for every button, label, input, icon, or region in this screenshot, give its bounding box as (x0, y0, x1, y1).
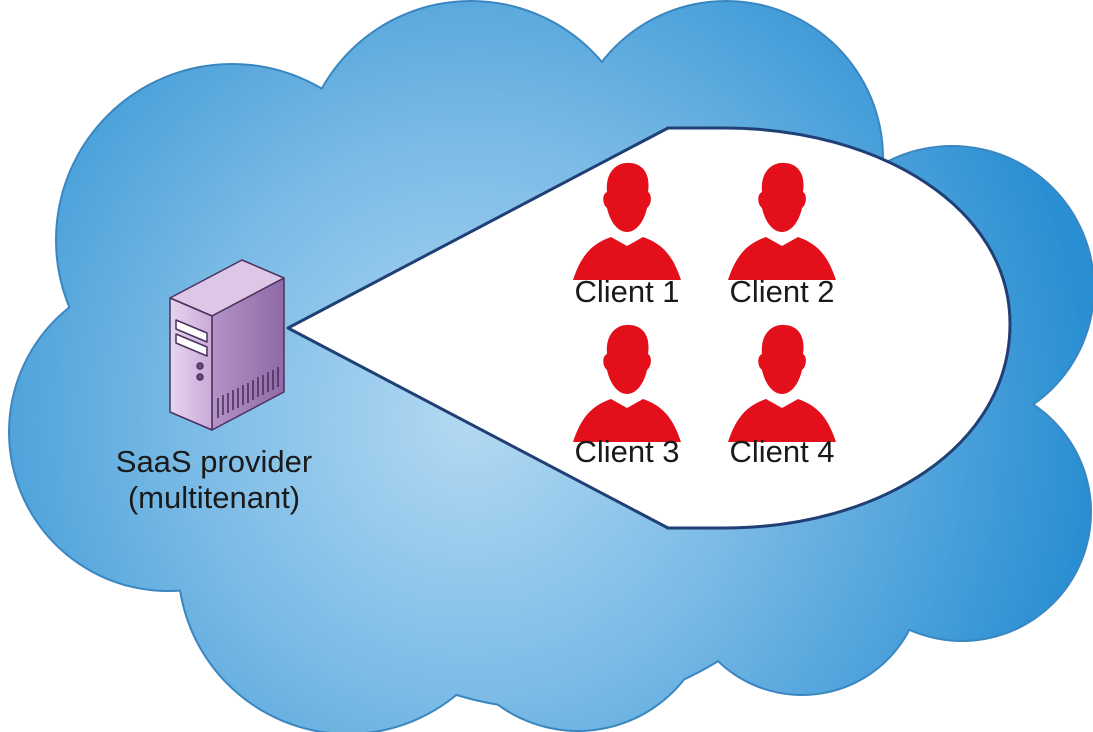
provider-label-line2: (multitenant) (128, 480, 300, 515)
client-label: Client 3 (574, 434, 679, 469)
client-label: Client 4 (729, 434, 834, 469)
client-3: Client 3 (573, 324, 681, 469)
client-label: Client 2 (729, 274, 834, 309)
client-2: Client 2 (728, 162, 836, 309)
client-4: Client 4 (728, 324, 836, 469)
client-1: Client 1 (573, 162, 681, 309)
provider-label-line1: SaaS provider (116, 444, 312, 479)
server-icon (169, 259, 285, 431)
client-label: Client 1 (574, 274, 679, 309)
